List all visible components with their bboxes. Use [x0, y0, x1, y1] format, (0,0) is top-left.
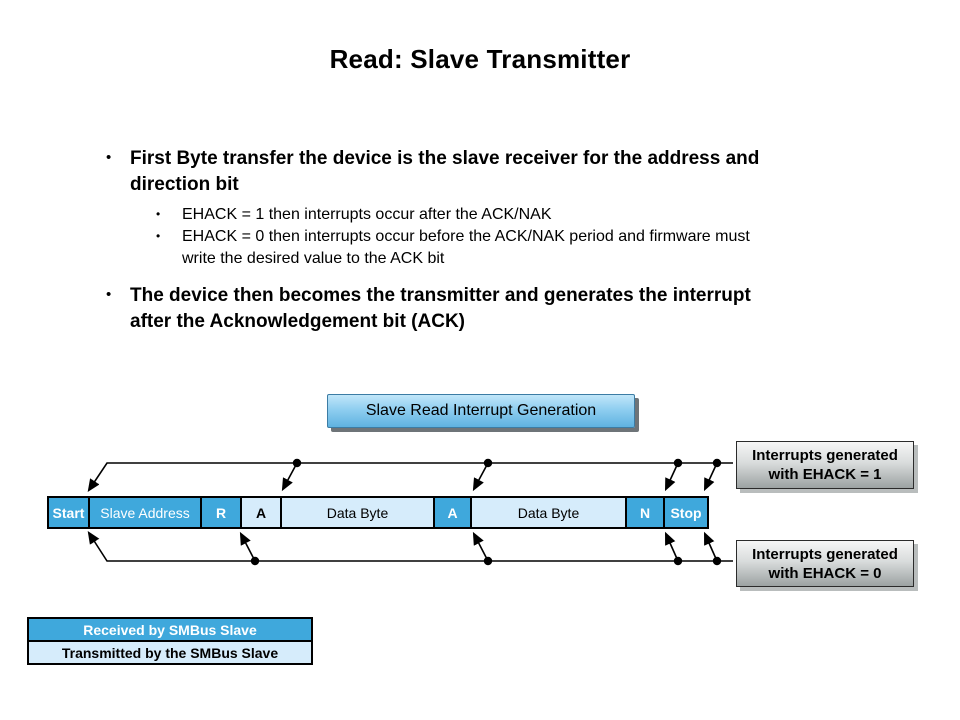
frame-cell-data-byte-2: Data Byte [472, 498, 627, 527]
frame-cell-nak: N [627, 498, 665, 527]
bullet-item-2: • The device then becomes the transmitte… [100, 283, 880, 335]
callout-ehack1-line1: Interrupts generated [752, 447, 898, 464]
ehack1-interrupt-nodes [292, 458, 722, 468]
frame-cell-data-byte-1: Data Byte [282, 498, 435, 527]
bullet-item-2-text: The device then becomes the transmitter … [130, 285, 751, 332]
frame-cell-ack-address: A [242, 498, 282, 527]
callout-ehack1: Interrupts generated with EHACK = 1 [736, 441, 914, 489]
frame-cell-ack-data: A [435, 498, 472, 527]
bullet-item-1-text: First Byte transfer the device is the sl… [130, 148, 760, 195]
legend: Received by SMBus Slave Transmitted by t… [27, 617, 313, 665]
sub-bullet-ehack0-text: EHACK = 0 then interrupts occur before t… [182, 228, 750, 267]
frame-cell-start: Start [49, 498, 90, 527]
callout-ehack1-line2: with EHACK = 1 [768, 466, 882, 483]
slide-title: Read: Slave Transmitter [329, 44, 631, 74]
frame-cell-stop: Stop [665, 498, 707, 527]
ehack1-interrupt-line [87, 462, 733, 492]
bullet-marker: • [106, 286, 112, 303]
sub-bullet-ehack1-text: EHACK = 1 then interrupts occur after th… [182, 206, 552, 223]
sub-bullet-ehack0: • EHACK = 0 then interrupts occur before… [152, 226, 880, 270]
ehack0-interrupt-line [87, 530, 733, 562]
callout-ehack0-line2: with EHACK = 0 [768, 564, 882, 582]
slave-read-interrupt-generation-banner: Slave Read Interrupt Generation [327, 394, 635, 428]
bullet-item-1: • First Byte transfer the device is the … [100, 146, 880, 198]
bullet-list: • First Byte transfer the device is the … [100, 146, 880, 335]
interrupt-timing-arrows [87, 458, 733, 566]
bullet-marker: • [106, 149, 112, 166]
frame-cell-read-bit: R [202, 498, 242, 527]
bullet-marker: • [156, 207, 161, 221]
sub-bullet-ehack1: • EHACK = 1 then interrupts occur after … [152, 204, 880, 226]
legend-transmitted-by-slave: Transmitted by the SMBus Slave [29, 642, 311, 663]
frame-cell-slave-address: Slave Address [90, 498, 202, 527]
legend-received-by-slave: Received by SMBus Slave [29, 619, 311, 642]
bullet-marker: • [156, 229, 161, 243]
smbus-frame-row: Start Slave Address R A Data Byte A Data… [47, 496, 709, 529]
callout-ehack0-line1: Interrupts generated [752, 545, 898, 563]
callout-ehack0: Interrupts generated with EHACK = 0 [736, 540, 914, 587]
ehack0-interrupt-nodes [250, 556, 722, 566]
